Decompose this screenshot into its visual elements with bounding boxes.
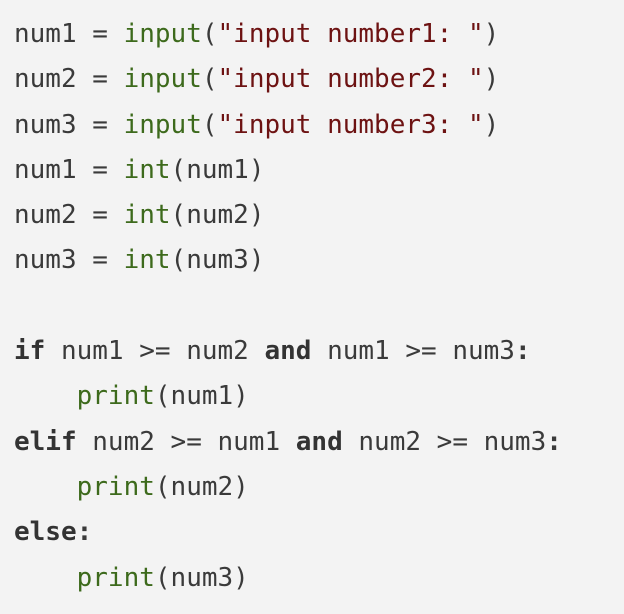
code-token: int xyxy=(123,154,171,185)
code-token: num2 = xyxy=(14,64,124,95)
code-token: "input number1: " xyxy=(217,19,484,49)
code-line: if num1 >= num2 and num1 >= num3: xyxy=(14,329,624,374)
code-line: print(num3) xyxy=(14,556,624,601)
code-token: (num1) xyxy=(154,381,249,412)
code-token: int xyxy=(123,200,171,231)
code-token: input xyxy=(123,64,202,95)
code-token: input xyxy=(123,109,202,140)
code-token: if xyxy=(14,336,46,367)
code-token: num2 = xyxy=(14,200,124,231)
code-token: elif xyxy=(14,426,77,457)
code-token xyxy=(14,381,77,411)
code-token: (num2) xyxy=(154,471,249,502)
code-token: (num3) xyxy=(170,245,265,276)
code-token: ( xyxy=(201,19,218,49)
code-line: num2 = int(num2) xyxy=(14,193,624,238)
code-token: ( xyxy=(201,64,218,95)
code-token: print xyxy=(76,471,155,502)
code-line: num3 = input("input number3: ") xyxy=(14,103,624,148)
code-token: input xyxy=(123,19,202,49)
code-token xyxy=(14,472,77,502)
code-token: num1 = xyxy=(14,154,124,185)
code-token: num1 >= num3 xyxy=(311,336,515,367)
code-token: num1 = xyxy=(14,19,124,49)
code-token: : xyxy=(514,336,531,367)
code-line: num2 = input("input number2: ") xyxy=(14,57,624,102)
code-token: num1 >= num2 xyxy=(45,336,265,367)
code-token: ) xyxy=(483,19,500,49)
code-token: num3 = xyxy=(14,109,124,140)
code-token: "input number2: " xyxy=(217,64,484,95)
code-token: and xyxy=(295,426,343,457)
code-token: ) xyxy=(483,109,500,140)
code-token: ) xyxy=(483,64,500,95)
code-line: num1 = input("input number1: ") xyxy=(14,12,624,57)
code-line: print(num2) xyxy=(14,465,624,510)
code-line: num3 = int(num3) xyxy=(14,238,624,283)
code-token: print xyxy=(76,562,155,593)
code-token: num3 = xyxy=(14,245,124,276)
code-token: (num3) xyxy=(154,562,249,593)
code-token xyxy=(14,563,77,593)
code-token: (num2) xyxy=(170,200,265,231)
code-token: else xyxy=(14,517,77,548)
code-token: num2 >= num3 xyxy=(342,426,547,457)
code-token: : xyxy=(76,517,93,548)
code-token: "input number3: " xyxy=(217,109,484,140)
code-token: (num1) xyxy=(170,154,265,185)
code-token: ( xyxy=(201,109,218,140)
code-token: num2 >= num1 xyxy=(76,426,296,457)
code-line: elif num2 >= num1 and num2 >= num3: xyxy=(14,420,624,465)
code-token: int xyxy=(123,245,171,276)
code-line: else: xyxy=(14,510,624,555)
code-token: print xyxy=(76,381,155,412)
code-line-blank xyxy=(14,284,624,329)
code-line: num1 = int(num1) xyxy=(14,148,624,193)
code-token: and xyxy=(264,336,312,367)
code-token: : xyxy=(546,426,562,457)
code-line: print(num1) xyxy=(14,374,624,419)
